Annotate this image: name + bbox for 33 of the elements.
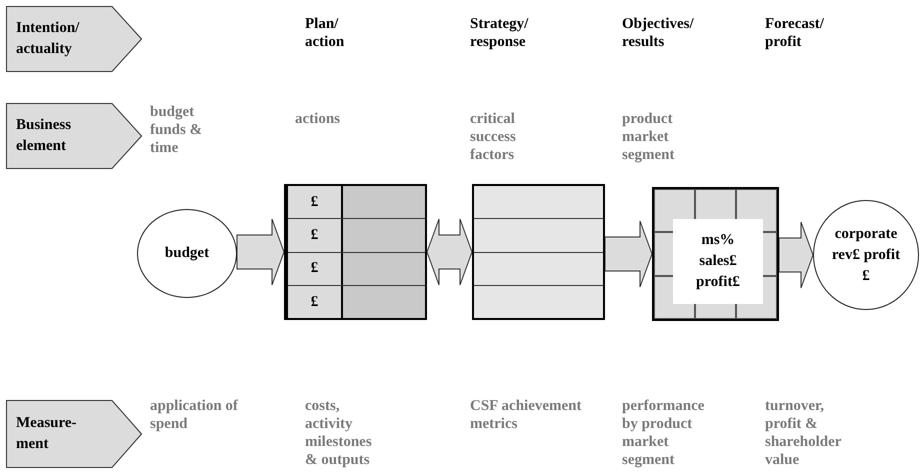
block-arrow — [426, 218, 473, 286]
column-heading: Strategy/ response — [470, 15, 530, 51]
column-heading: Objectives/ results — [622, 15, 695, 51]
description-text: budget funds & time — [150, 103, 204, 157]
description-text: actions — [295, 110, 341, 128]
node-text: corporate rev£ profit £ — [830, 224, 902, 286]
description-text: performance by product market segment — [622, 397, 706, 469]
cell-text: £ — [310, 226, 318, 246]
row-heading-pentagon — [6, 6, 142, 72]
row-heading-pentagon — [6, 103, 142, 169]
description-text: turnover, profit & shareholder value — [765, 397, 842, 469]
row-heading-pentagon — [6, 400, 142, 468]
node-text: ms% sales£ profit£ — [695, 231, 741, 292]
cell-text: £ — [310, 192, 318, 212]
node-text: budget — [164, 244, 210, 263]
table-box — [472, 184, 605, 320]
description-text: CSF achievement metrics — [470, 397, 583, 433]
grid-table — [652, 187, 779, 321]
cell-text: £ — [310, 259, 318, 278]
row-heading: Business element — [16, 116, 72, 156]
row-heading: Measure- ment — [16, 414, 78, 454]
block-arrow — [604, 220, 653, 288]
ledger-table — [284, 184, 427, 320]
block-arrow — [778, 222, 814, 288]
column-heading: Forecast/ profit — [765, 15, 825, 51]
cell-text: £ — [310, 292, 318, 312]
description-text: application of spend — [150, 397, 239, 433]
description-text: critical success factors — [470, 110, 517, 164]
column-heading: Plan/ action — [305, 15, 346, 51]
row-heading: Intention/ actuality — [16, 19, 80, 59]
description-text: costs, activity milestones & outputs — [305, 397, 373, 469]
block-arrow — [236, 218, 285, 286]
description-text: product market segment — [622, 110, 676, 164]
